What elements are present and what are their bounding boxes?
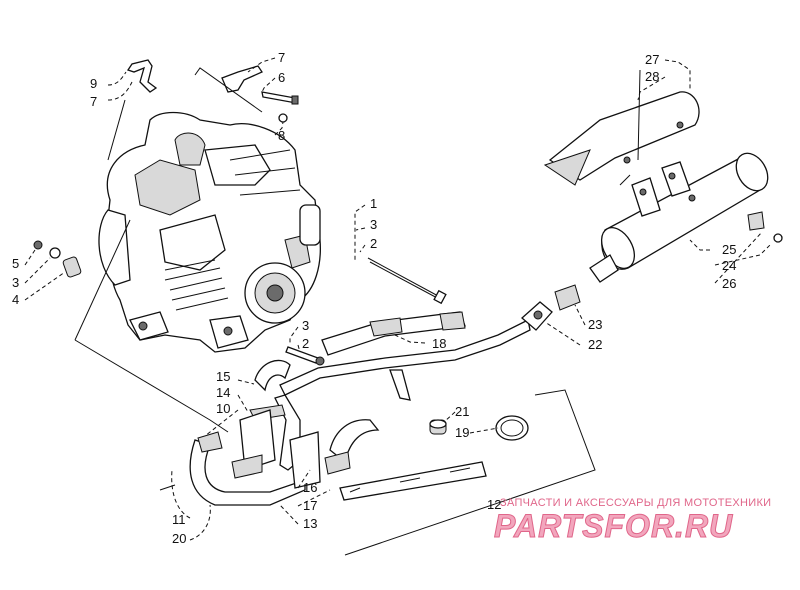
callout-13: 13	[303, 516, 317, 531]
callout-5: 5	[12, 256, 19, 271]
callout-2-right: 2	[370, 236, 377, 251]
callout-21: 21	[455, 404, 469, 419]
callout-12: 12	[487, 497, 501, 512]
callout-18: 18	[432, 336, 446, 351]
callout-15: 15	[216, 369, 230, 384]
callout-27: 27	[645, 52, 659, 67]
callout-20: 20	[172, 531, 186, 546]
engine-assembly	[98, 111, 321, 353]
heat-shield-16	[324, 419, 380, 475]
long-bolt-1	[367, 257, 447, 305]
callout-7-right: 7	[278, 50, 285, 65]
callout-labels: 9 7 7 6 8 5 3 4 1 3 2 3 2 18 15 14 10 11…	[12, 50, 736, 546]
clamp-22	[521, 301, 553, 331]
callout-10: 10	[216, 401, 230, 416]
callout-11: 11	[172, 512, 186, 527]
muffler-24	[589, 152, 769, 283]
pipe-sleeve-15	[231, 359, 291, 479]
callout-28: 28	[645, 69, 659, 84]
engine-bracket-left	[126, 59, 158, 93]
spring-clamp-19	[495, 415, 529, 441]
watermark-tagline: ЗАПЧАСТИ И АКСЕССУАРЫ ДЛЯ МОТОТЕХНИКИ	[500, 497, 772, 509]
callout-7-left: 7	[90, 94, 97, 109]
callout-3-right: 3	[370, 217, 377, 232]
watermark-logo: PARTSFOR.RU	[494, 508, 733, 545]
callout-4: 4	[12, 292, 19, 307]
callout-1: 1	[370, 196, 377, 211]
callout-16: 16	[303, 480, 317, 495]
callout-6: 6	[278, 70, 285, 85]
callout-14: 14	[216, 385, 230, 400]
grommet-25	[747, 211, 783, 243]
nut-8	[278, 113, 288, 123]
watermark-logo-text: PARTSFOR.RU	[494, 508, 733, 544]
heat-shield-17	[339, 461, 487, 501]
callout-23: 23	[588, 317, 602, 332]
bolt-6	[261, 91, 299, 105]
callout-8: 8	[278, 128, 285, 143]
callout-17: 17	[303, 498, 317, 513]
callout-19: 19	[455, 425, 469, 440]
gasket-23	[554, 284, 581, 311]
engine-bracket-right	[221, 65, 263, 93]
callout-24: 24	[722, 258, 736, 273]
callout-2-mid: 2	[302, 336, 309, 351]
bolt-2-lower	[285, 346, 325, 366]
callout-3-left: 3	[12, 275, 19, 290]
gasket-21	[429, 419, 447, 435]
spring-pipe-18	[321, 311, 466, 356]
assembly-outline-lines	[74, 67, 641, 556]
stud-assembly-left	[33, 240, 82, 278]
callout-26: 26	[722, 276, 736, 291]
clamp-10	[197, 431, 223, 453]
leader-lines	[24, 57, 771, 541]
callout-25: 25	[722, 242, 736, 257]
callout-3-mid: 3	[302, 318, 309, 333]
pipe-17-upper	[289, 431, 321, 489]
heat-shield-27	[543, 91, 700, 186]
callout-9: 9	[90, 76, 97, 91]
callout-22: 22	[588, 337, 602, 352]
